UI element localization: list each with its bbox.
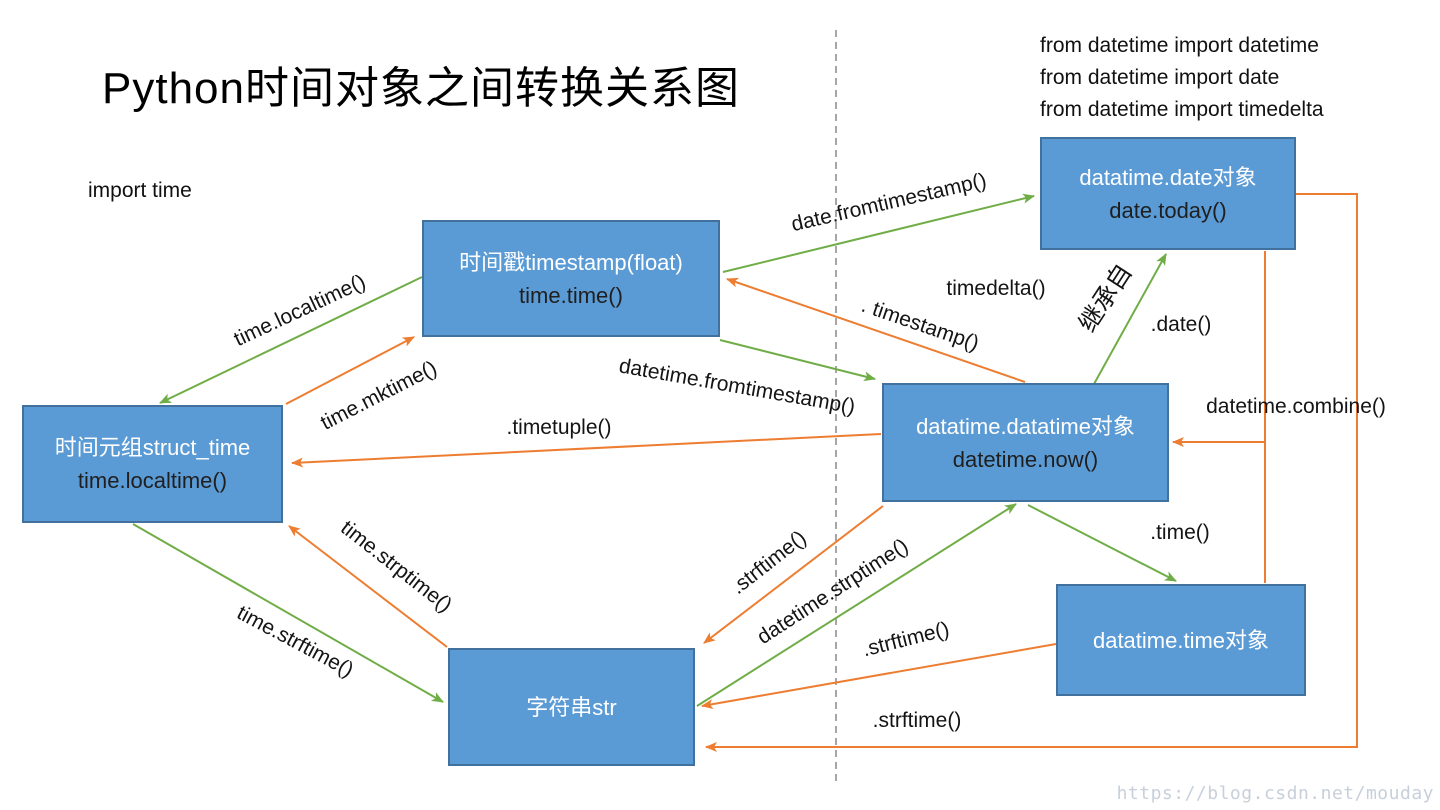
node-date-func: date.today() (1109, 197, 1227, 223)
arrow-time-strftime (132, 523, 444, 703)
node-timestamp-title: 时间戳timestamp(float) (459, 249, 683, 275)
arrow-time-mktime (285, 336, 415, 405)
node-datetime-func: datetime.now() (952, 446, 1099, 472)
arrow-dot-timestamp (726, 277, 1026, 383)
edge-label-dot-timetuple: .timetuple() (506, 416, 612, 439)
arrow-dot-strftime-date (705, 193, 1358, 752)
arrow-datetime-strptime (696, 503, 1017, 707)
node-timestamp: 时间戳timestamp(float) time.time() (422, 220, 720, 337)
arrow-dot-timetuple (291, 433, 882, 468)
node-struct-time: 时间元组struct_time time.localtime() (22, 405, 283, 523)
edge-label-dot-time: .time() (1150, 521, 1210, 544)
arrow-time-localtime (159, 276, 423, 404)
node-datetime: datatime.datatime对象 datetime.now() (882, 383, 1169, 502)
arrow-date-fromtimestamp (722, 193, 1035, 273)
edge-label-dot-date: .date() (1150, 313, 1212, 336)
arrow-dot-strftime-time (701, 643, 1057, 710)
datetime-imports-note: from datetime import datetime from datet… (1040, 30, 1324, 126)
arrow-dot-strftime-datetime (703, 505, 884, 644)
edge-label-datetime-combine: datetime.combine() (1206, 395, 1386, 418)
node-time: datatime.time对象 (1056, 584, 1306, 696)
arrow-inherits-date (1093, 253, 1167, 385)
arrow-time-strptime (288, 525, 448, 648)
node-time-title: datatime.time对象 (1092, 627, 1270, 653)
node-datetime-title: datatime.datatime对象 (916, 413, 1135, 439)
import-time-note: import time (88, 179, 192, 202)
page-title: Python时间对象之间转换关系图 (102, 64, 740, 113)
edge-label-timedelta: timedelta() (946, 277, 1046, 300)
node-date-title: datatime.date对象 (1079, 164, 1257, 190)
import-datetime-line: from datetime import datetime (1040, 34, 1319, 57)
import-date-line: from datetime import date (1040, 66, 1280, 89)
node-date: datatime.date对象 date.today() (1040, 137, 1296, 250)
node-str-title: 字符串str (526, 694, 617, 720)
node-timestamp-func: time.time() (519, 282, 623, 308)
watermark: https://blog.csdn.net/mouday (1116, 783, 1434, 804)
arrow-datetime-fromtimestamp (719, 339, 876, 382)
arrow-dot-time (1027, 504, 1177, 582)
edge-label-dot-strftime-date: .strftime() (872, 709, 962, 732)
node-struct-time-func: time.localtime() (77, 468, 228, 493)
node-str: 字符串str (448, 648, 695, 766)
node-struct-time-title: 时间元组struct_time (54, 435, 251, 460)
import-timedelta-line: from datetime import timedelta (1040, 98, 1324, 121)
